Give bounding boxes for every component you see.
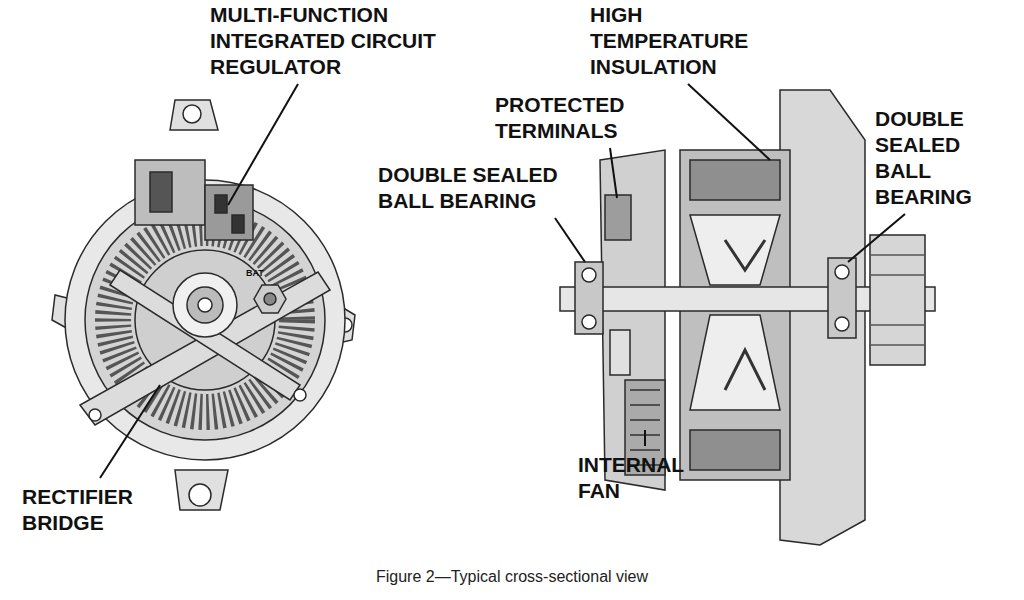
rectifier-label: RECTIFIER BRIDGE (22, 484, 197, 536)
terminals-label: PROTECTED TERMINALS (495, 92, 665, 144)
terminal-marking: BAT (246, 268, 286, 279)
fan-label: INTERNAL FAN (578, 452, 728, 504)
insulation-label: HIGH TEMPERATURE INSULATION (590, 2, 790, 80)
regulator-label: MULTI-FUNCTION INTEGRATED CIRCUIT REGULA… (210, 2, 510, 80)
figure-caption: Figure 2—Typical cross-sectional view (0, 568, 1024, 586)
bearing-label: DOUBLE SEALED BALL BEARING (378, 162, 598, 214)
cross-section (560, 90, 935, 545)
leader-lines (100, 84, 905, 478)
bearing-label: DOUBLE SEALED BALL BEARING (875, 106, 1005, 210)
front-view (52, 100, 355, 510)
